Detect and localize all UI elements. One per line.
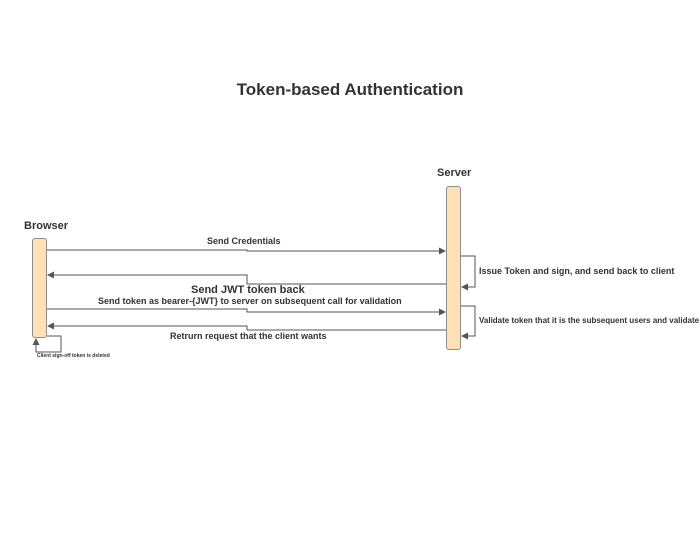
label-send-jwt-back: Send JWT token back — [191, 284, 305, 296]
diagram-title: Token-based Authentication — [236, 80, 464, 99]
arrow-return-request — [47, 322, 446, 331]
server-lifeline — [446, 186, 461, 350]
arrow-client-signoff-self — [32, 335, 62, 353]
actor-server-label: Server — [437, 167, 472, 179]
label-send-bearer: Send token as bearer-{JWT} to server on … — [98, 296, 402, 306]
arrow-issue-token-self — [461, 255, 476, 291]
browser-lifeline — [32, 238, 47, 338]
arrow-send-jwt-back — [47, 271, 446, 285]
label-validate-token: Validate token that it is the subsequent… — [479, 316, 700, 325]
arrow-send-credentials — [47, 247, 446, 255]
arrow-send-bearer — [47, 308, 446, 316]
label-return-request: Retrurn request that the client wants — [170, 331, 327, 341]
label-send-credentials: Send Credentials — [207, 236, 281, 246]
arrow-validate-token-self — [461, 305, 476, 340]
label-issue-token: Issue Token and sign, and send back to c… — [479, 266, 675, 276]
label-client-signoff: Client sign-off token is deleted — [37, 353, 110, 359]
actor-browser-label: Browser — [24, 220, 69, 232]
